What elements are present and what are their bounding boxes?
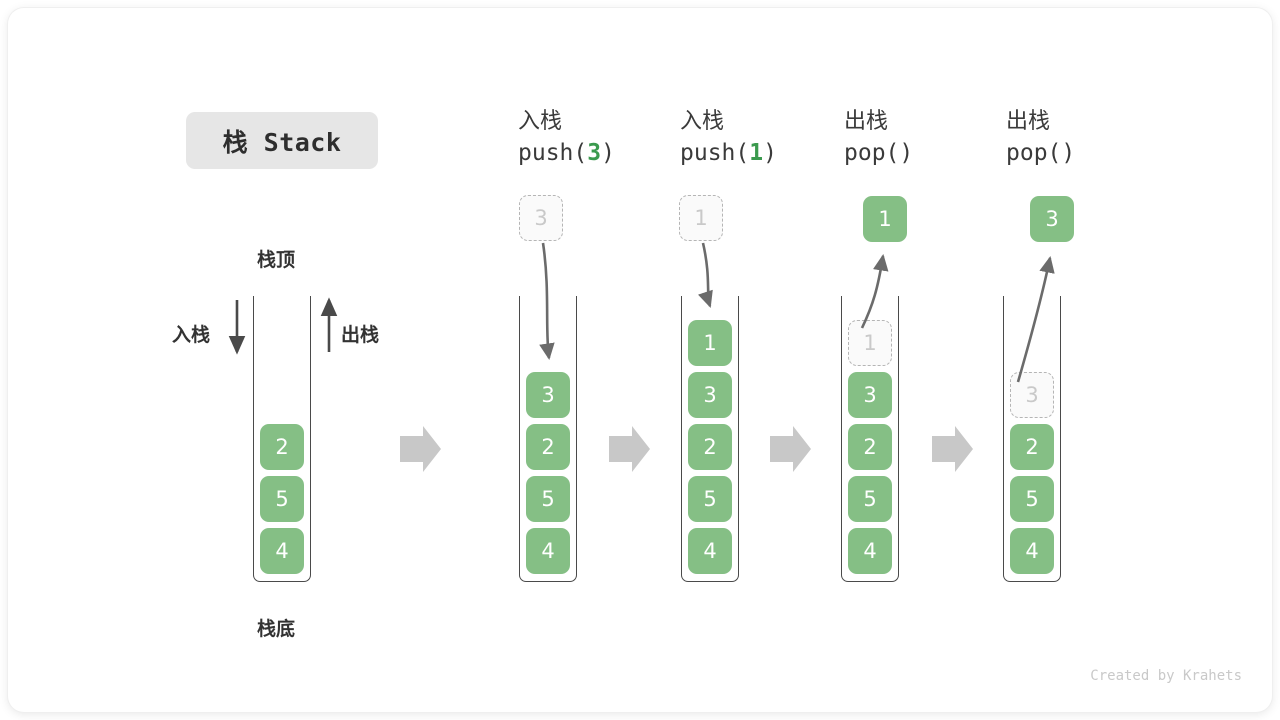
diagram-title-chip: 栈 Stack: [186, 112, 378, 169]
stack-container-pop-1: [841, 296, 899, 582]
header-fn-arg: 1: [749, 140, 764, 166]
stack-cell: 1: [688, 320, 732, 366]
stack-top-label: 栈顶: [257, 249, 296, 271]
header-line-1: 出栈: [844, 109, 889, 134]
floating-ghost-cell: 3: [519, 195, 563, 241]
stack-cell: 5: [260, 476, 304, 522]
header-line-1: 出栈: [1006, 109, 1051, 134]
stack-container-initial: [253, 296, 311, 582]
column-header-pop-2: 出栈 pop(): [1006, 107, 1186, 169]
stack-cell: 4: [260, 528, 304, 574]
header-fn-suffix: ): [763, 140, 777, 166]
stack-cell: 2: [688, 424, 732, 470]
credit-text: Created by Krahets: [1090, 668, 1242, 684]
stack-cell: 2: [848, 424, 892, 470]
column-header-push-3: 入栈 push(3): [518, 107, 698, 169]
stack-cell: 4: [848, 528, 892, 574]
header-line-2: pop(): [844, 137, 1024, 169]
ghost-cell-removed: 3: [1010, 372, 1054, 418]
header-line-1: 入栈: [680, 109, 725, 134]
popped-cell: 3: [1030, 196, 1074, 242]
pop-side-label: 出栈: [341, 324, 380, 346]
popped-cell: 1: [863, 196, 907, 242]
header-line-1: 入栈: [518, 109, 563, 134]
stack-container-pop-2: [1003, 296, 1061, 582]
stack-cell: 5: [688, 476, 732, 522]
stack-cell: 2: [526, 424, 570, 470]
header-fn-prefix: pop(: [844, 140, 900, 166]
header-fn-prefix: push(: [680, 140, 750, 166]
stack-bottom-label: 栈底: [257, 618, 296, 640]
header-fn-arg: 3: [587, 140, 602, 166]
stack-cell: 3: [526, 372, 570, 418]
header-line-2: pop(): [1006, 137, 1186, 169]
stack-cell: 4: [1010, 528, 1054, 574]
header-line-2: push(3): [518, 137, 698, 169]
header-fn-prefix: push(: [518, 140, 588, 166]
stack-cell: 5: [848, 476, 892, 522]
column-header-pop-1: 出栈 pop(): [844, 107, 1024, 169]
header-fn-suffix: ): [601, 140, 615, 166]
stack-cell: 3: [848, 372, 892, 418]
header-line-2: push(1): [680, 137, 860, 169]
stack-cell: 5: [1010, 476, 1054, 522]
stack-container-push-3: [519, 296, 577, 582]
stack-cell: 2: [260, 424, 304, 470]
column-header-push-1: 入栈 push(1): [680, 107, 860, 169]
stack-cell: 4: [526, 528, 570, 574]
ghost-cell-removed: 1: [848, 320, 892, 366]
stack-cell: 4: [688, 528, 732, 574]
header-fn-prefix: pop(: [1006, 140, 1062, 166]
header-fn-suffix: ): [899, 140, 914, 166]
stack-container-push-1: [681, 296, 739, 582]
stack-cell: 5: [526, 476, 570, 522]
floating-ghost-cell: 1: [679, 195, 723, 241]
stack-cell: 2: [1010, 424, 1054, 470]
stack-cell: 3: [688, 372, 732, 418]
header-fn-suffix: ): [1061, 140, 1076, 166]
push-side-label: 入栈: [172, 324, 211, 346]
